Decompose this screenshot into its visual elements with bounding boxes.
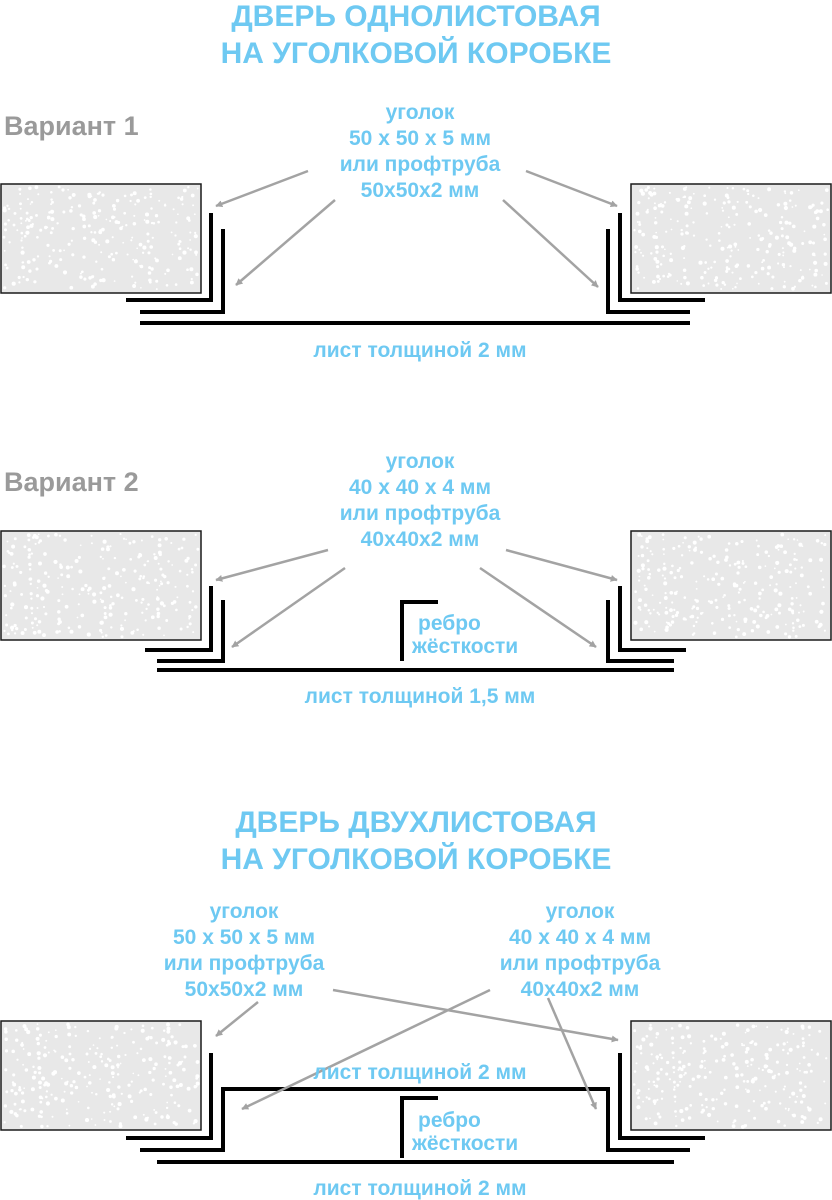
double-sheet-diagram: уголок 50 х 50 х 5 мм или профтруба 50х5… [0, 900, 832, 1200]
section1-title-line2: НА УГОЛКОВОЙ КОРОБКЕ [221, 36, 612, 70]
variant1-arrows [215, 169, 618, 288]
variant1-angle-label: уголок 50 х 50 х 5 мм или профтруба 50х5… [340, 101, 501, 202]
wall-texture [632, 1023, 828, 1129]
variant2-angle-line3: или профтруба [340, 502, 501, 525]
double-rib-line2: жёсткости [411, 1132, 518, 1155]
double-right-wall [630, 1020, 832, 1131]
variant1-right-angle-profile [606, 213, 705, 314]
wall-texture [633, 185, 830, 291]
variant1-angle-line3: или профтруба [340, 153, 501, 176]
double-rib-line1: ребро [418, 1109, 481, 1132]
double-left-wall [0, 1020, 202, 1131]
variant2-label: Вариант 2 [4, 467, 139, 497]
section2-title: ДВЕРЬ ДВУХЛИСТОВАЯ НА УГОЛКОВОЙ КОРОБКЕ [221, 806, 612, 876]
section1-title-line1: ДВЕРЬ ОДНОЛИСТОВАЯ [231, 0, 600, 33]
variant2-rib-label: ребро жёсткости [411, 612, 518, 658]
variant1-sheet-label: лист толщиной 2 мм [313, 339, 526, 362]
double-right-angle-line2: 40 х 40 х 4 мм [509, 926, 651, 949]
variant2-angle-line1: уголок [386, 450, 455, 473]
variant1-label: Вариант 1 [4, 111, 139, 141]
variant2-right-wall [630, 530, 832, 641]
double-inner-sheet-label: лист толщиной 2 мм [313, 1061, 526, 1084]
double-rib-label: ребро жёсткости [411, 1109, 518, 1155]
double-left-angle-line3: или профтруба [164, 952, 325, 975]
variant2-left-angle-profile [145, 586, 225, 663]
wall-texture [2, 532, 200, 639]
section1-title: ДВЕРЬ ОДНОЛИСТОВАЯ НА УГОЛКОВОЙ КОРОБКЕ [221, 0, 612, 70]
double-left-angle-line4: 50х50х2 мм [185, 978, 304, 1001]
variant2-diagram: Вариант 2 уголок 40 х 40 х 4 мм или проф… [0, 450, 832, 708]
double-stiffening-rib [400, 1096, 438, 1158]
double-arrows [215, 988, 619, 1111]
variant2-arrows [215, 548, 618, 649]
double-right-angle-line4: 40х40х2 мм [521, 978, 640, 1001]
section2-title-line2: НА УГОЛКОВОЙ КОРОБКЕ [221, 842, 612, 876]
variant1-left-angle-profile [126, 213, 225, 314]
variant1-right-wall [630, 183, 832, 294]
variant1-angle-line2: 50 х 50 х 5 мм [349, 127, 491, 150]
section2-title-line1: ДВЕРЬ ДВУХЛИСТОВАЯ [235, 806, 596, 839]
variant2-angle-label: уголок 40 х 40 х 4 мм или профтруба 40х4… [340, 450, 501, 551]
variant2-right-angle-profile [606, 586, 686, 663]
double-inner-sheet [221, 1087, 610, 1118]
double-left-angle-line2: 50 х 50 х 5 мм [173, 926, 315, 949]
wall-texture [2, 185, 199, 291]
double-left-angle-label: уголок 50 х 50 х 5 мм или профтруба 50х5… [164, 900, 325, 1001]
variant1-angle-line1: уголок [386, 101, 455, 124]
variant1-diagram: Вариант 1 уголок 50 х 50 х 5 мм или проф… [0, 101, 832, 362]
variant2-rib-line2: жёсткости [411, 635, 518, 658]
variant2-angle-line2: 40 х 40 х 4 мм [349, 476, 491, 499]
wall-texture [633, 532, 827, 639]
double-right-angle-label: уголок 40 х 40 х 4 мм или профтруба 40х4… [500, 900, 661, 1001]
double-right-angle-line3: или профтруба [500, 952, 661, 975]
variant2-sheet-label: лист толщиной 1,5 мм [305, 685, 536, 708]
double-outer-sheet-label: лист толщиной 2 мм [313, 1177, 526, 1200]
wall-texture [3, 1022, 200, 1129]
variant2-stiffening-rib [400, 600, 438, 661]
double-left-angle-line1: уголок [210, 900, 279, 923]
double-right-angle-line1: уголок [546, 900, 615, 923]
variant2-angle-line4: 40х40х2 мм [361, 528, 480, 551]
variant1-angle-line4: 50х50х2 мм [361, 179, 480, 202]
variant1-left-wall [0, 183, 202, 294]
variant2-rib-line1: ребро [418, 612, 481, 635]
